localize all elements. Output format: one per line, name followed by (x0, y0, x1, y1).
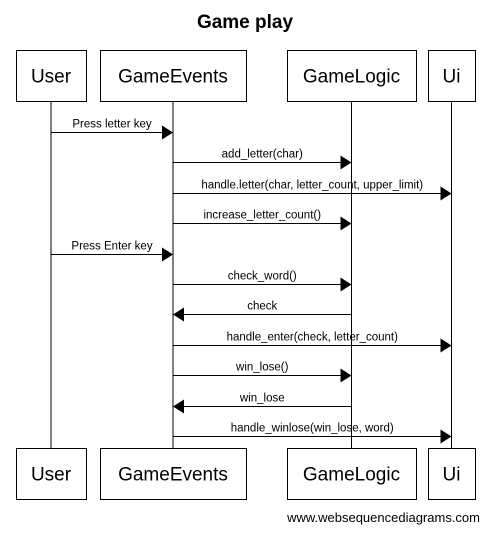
participant-box (100, 448, 247, 500)
message-2: add_letter(char) (173, 149, 352, 170)
message-label: handle.letter(char, letter_count, upper_… (201, 180, 423, 192)
message-8: handle_enter(check, letter_count) (173, 332, 452, 353)
message-label: add_letter(char) (222, 149, 303, 161)
participant-box (16, 448, 87, 500)
message-label: increase_letter_count() (203, 210, 321, 222)
message-label: handle_winlose(win_lose, word) (231, 423, 394, 435)
arrowhead-icon (162, 125, 173, 140)
messages: Press letter key add_letter(char) handle.l… (51, 119, 452, 444)
participant-label: User (31, 67, 72, 88)
participant-gamelogic-bottom: GameLogic (287, 448, 417, 500)
participant-label: GameLogic (303, 67, 400, 88)
message-7: check (173, 301, 352, 322)
participant-box (16, 50, 87, 102)
message-label: Press Enter key (71, 241, 152, 253)
message-label: check (247, 301, 277, 313)
arrowhead-icon (340, 216, 352, 231)
participant-label: GameLogic (303, 465, 400, 486)
participant-ui-top: Ui (428, 50, 476, 102)
participant-ui-bottom: Ui (428, 448, 476, 500)
arrowhead-icon (440, 186, 452, 201)
message-3: handle.letter(char, letter_count, upper_… (173, 180, 452, 201)
message-4: increase_letter_count() (173, 210, 352, 231)
participant-label: Ui (443, 67, 461, 88)
participant-box (287, 448, 417, 500)
arrowhead-icon (440, 429, 452, 444)
arrowhead-icon (173, 399, 184, 414)
participant-box (428, 50, 476, 102)
arrowhead-icon (162, 247, 173, 262)
message-1: Press letter key (51, 119, 173, 140)
participant-label: GameEvents (118, 67, 228, 88)
message-10: win_lose (173, 393, 352, 414)
participants-bottom: User GameEvents GameLogic Ui (16, 448, 476, 500)
arrowhead-icon (173, 307, 184, 322)
diagram-title: Game play (197, 12, 294, 33)
message-9: win_lose() (173, 362, 352, 383)
watermark-text: www.websequencediagrams.com (286, 510, 480, 525)
message-label: check_word() (228, 271, 297, 283)
participant-box (287, 50, 417, 102)
participant-user-bottom: User (16, 448, 87, 500)
message-label: win_lose() (235, 362, 289, 374)
message-11: handle_winlose(win_lose, word) (173, 423, 452, 444)
participant-gamelogic-top: GameLogic (287, 50, 417, 102)
participant-user-top: User (16, 50, 87, 102)
participants-top: User GameEvents GameLogic Ui (16, 50, 476, 102)
message-label: Press letter key (72, 119, 151, 131)
lifelines (50, 101, 452, 448)
participant-box (428, 448, 476, 500)
arrowhead-icon (340, 277, 352, 292)
participant-label: User (31, 465, 72, 486)
arrowhead-icon (440, 338, 452, 353)
participant-box (100, 50, 247, 102)
participant-gameevents-bottom: GameEvents (100, 448, 247, 500)
participant-gameevents-top: GameEvents (100, 50, 247, 102)
message-6: check_word() (173, 271, 352, 292)
message-5: Press Enter key (51, 241, 173, 262)
participant-label: Ui (443, 465, 461, 486)
arrowhead-icon (340, 368, 352, 383)
message-label: handle_enter(check, letter_count) (227, 332, 398, 344)
arrowhead-icon (340, 155, 352, 170)
participant-label: GameEvents (118, 465, 228, 486)
message-label: win_lose (239, 393, 285, 405)
